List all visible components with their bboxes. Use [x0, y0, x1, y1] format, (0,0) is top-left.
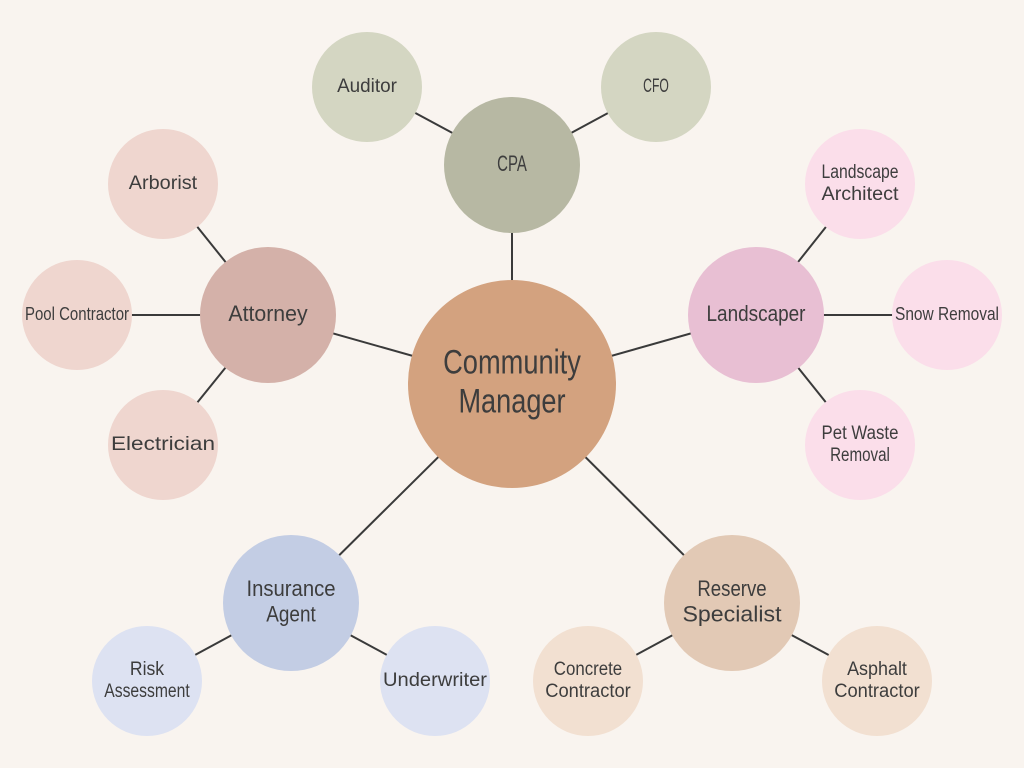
node-label-community-manager-line-2: Manager [458, 383, 565, 421]
node-label-asphalt-contractor-line-1: Asphalt [847, 659, 908, 680]
node-label-cpa-line-1: CPA [497, 151, 527, 176]
node-circle-auditor [312, 32, 422, 142]
node-circle-arborist [108, 129, 218, 239]
node-circle-landscaper [688, 247, 824, 383]
node-electrician: Electrician [108, 390, 218, 500]
node-label-concrete-contractor-line-1: Concrete [554, 659, 622, 680]
node-circle-cpa [444, 97, 580, 233]
node-circle-underwriter [380, 626, 490, 736]
node-snow-removal: Snow Removal [892, 260, 1002, 370]
node-cfo: CFO [601, 32, 711, 142]
node-circle-risk-assessment [92, 626, 202, 736]
node-cpa: CPA [444, 97, 580, 233]
node-label-community-manager-line-1: Community [443, 343, 581, 381]
node-label-risk-assessment-line-1: Risk [130, 659, 165, 680]
node-label-landscaper-line-1: Landscaper [707, 301, 806, 326]
node-attorney: Attorney [200, 247, 336, 383]
node-circle-asphalt-contractor [822, 626, 932, 736]
node-circle-pool-contractor [22, 260, 132, 370]
node-auditor: Auditor [312, 32, 422, 142]
node-circle-reserve-specialist [664, 535, 800, 671]
node-circle-concrete-contractor [533, 626, 643, 736]
node-label-insurance-agent-line-1: Insurance [246, 576, 335, 601]
node-label-auditor-line-1: Auditor [337, 76, 398, 97]
node-label-risk-assessment-line-2: Assessment [104, 681, 190, 702]
node-label-reserve-specialist-line-1: Reserve [697, 576, 766, 601]
node-label-snow-removal-line-1: Snow Removal [895, 304, 999, 324]
node-label-reserve-specialist-line-2: Specialist [683, 601, 782, 626]
node-circle-landscape-architect [805, 129, 915, 239]
node-arborist: Arborist [108, 129, 218, 239]
node-label-pool-contractor-line-1: Pool Contractor [25, 304, 129, 324]
node-label-asphalt-contractor-line-2: Contractor [834, 681, 920, 702]
node-label-attorney-line-1: Attorney [228, 301, 307, 326]
node-label-electrician-line-1: Electrician [111, 434, 215, 455]
node-circle-attorney [200, 247, 336, 383]
node-circle-cfo [601, 32, 711, 142]
node-landscaper: Landscaper [688, 247, 824, 383]
node-label-landscape-architect-line-1: Landscape [822, 162, 899, 183]
node-pool-contractor: Pool Contractor [22, 260, 132, 370]
node-label-pet-waste-removal-line-2: Removal [830, 445, 890, 466]
node-label-insurance-agent-line-2: Agent [266, 601, 316, 626]
node-label-cfo-line-1: CFO [643, 76, 669, 97]
node-circle-community-manager [408, 280, 616, 488]
node-circle-insurance-agent [223, 535, 359, 671]
node-label-pet-waste-removal-line-1: Pet Waste [822, 423, 899, 444]
node-underwriter: Underwriter [380, 626, 490, 736]
node-label-underwriter-line-1: Underwriter [383, 670, 488, 691]
node-circle-snow-removal [892, 260, 1002, 370]
node-label-arborist-line-1: Arborist [129, 173, 198, 194]
node-label-landscape-architect-line-2: Architect [822, 184, 900, 205]
node-circle-pet-waste-removal [805, 390, 915, 500]
node-circle-electrician [108, 390, 218, 500]
node-label-concrete-contractor-line-2: Contractor [545, 681, 631, 702]
